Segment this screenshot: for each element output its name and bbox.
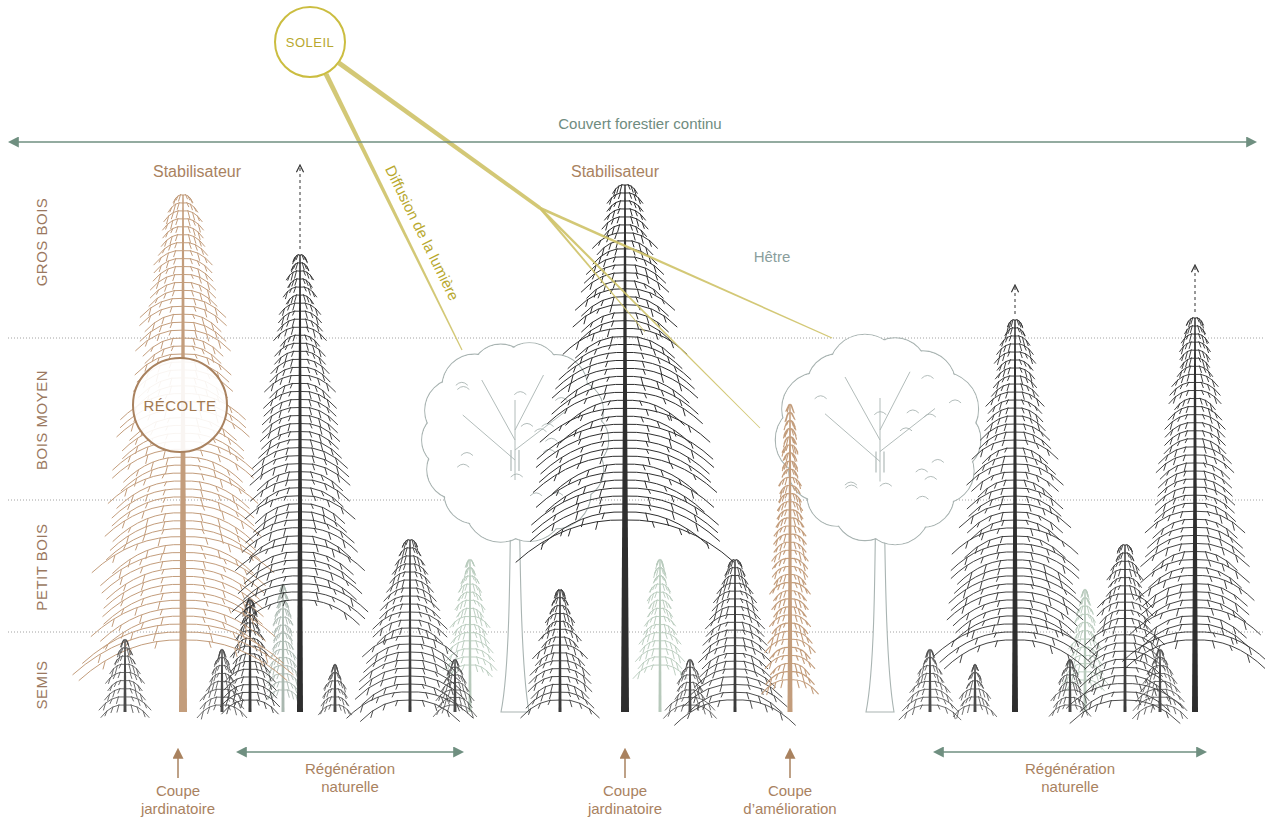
tree-branches (347, 539, 473, 721)
conifer-tree (433, 659, 476, 717)
conifer-tree (516, 185, 734, 712)
cut-label: Coupe jardinatoire (128, 782, 228, 818)
tree-branches (1123, 317, 1265, 668)
tree-trunk (179, 195, 187, 712)
conifer-tree (1133, 649, 1188, 719)
sun-circle: SOLEIL (274, 6, 346, 78)
tree-branches (521, 589, 599, 717)
harvest-circle: RÉCOLTE (132, 357, 228, 453)
beech-crown-fill (422, 343, 608, 541)
beech-trunk-top (511, 450, 519, 471)
layer-label: PETIT BOIS (33, 523, 51, 610)
beech-crown-outline (775, 334, 981, 544)
tree-branches (516, 185, 734, 563)
regeneration-label: Régénération naturelle (295, 760, 405, 796)
crown-fill (905, 372, 978, 445)
light-ray (539, 207, 645, 332)
tree-trunk (1192, 318, 1198, 712)
cut-arrow (789, 750, 791, 778)
tree-branches (953, 664, 996, 718)
tree-branches (933, 319, 1097, 668)
conifer-tree (318, 664, 351, 714)
conifer-tree (521, 589, 599, 717)
tree-trunk (469, 560, 472, 712)
tree-branches (1133, 649, 1188, 719)
conifer-tree (1049, 659, 1091, 716)
conifer-tree (953, 664, 996, 718)
growth-arrow (1195, 265, 1196, 312)
conifer-tree (1123, 317, 1265, 712)
tree-trunk (409, 540, 412, 712)
conifer-tree (99, 639, 151, 717)
conifer-tree (762, 404, 819, 712)
cut-arrow (624, 750, 626, 778)
range-arrow (238, 751, 462, 753)
tree-branches (318, 664, 351, 714)
tree-branches (232, 254, 368, 624)
cut-label: Coupe jardinatoire (575, 782, 675, 818)
conifer-tree (73, 194, 293, 712)
tree-trunk (559, 590, 562, 712)
node-text: RÉCOLTE (143, 397, 216, 414)
node-text: SOLEIL (286, 35, 335, 50)
conifer-tree (232, 254, 368, 712)
tree-branches (633, 559, 687, 678)
beech-crown-fill (776, 335, 980, 544)
conifer-tree (347, 539, 473, 721)
tree-branches (73, 194, 293, 680)
role-label: Stabilisateur (571, 163, 659, 181)
layer-label: BOIS MOYEN (33, 370, 51, 470)
conifer-tree (899, 649, 961, 720)
span-label: Couvert forestier continu (558, 115, 721, 133)
tree-branches (762, 404, 819, 694)
tree-branches (99, 639, 151, 717)
role-label: Stabilisateur (153, 163, 241, 181)
tree-branches (443, 559, 496, 676)
layer-label: SEMIS (33, 660, 51, 709)
layer-divider (8, 500, 1265, 501)
conifer-tree (266, 584, 300, 712)
range-arrow (935, 751, 1205, 753)
conifer-tree (633, 559, 687, 712)
conifer-tree (664, 659, 717, 718)
light-ray (338, 61, 541, 209)
tree-trunk (297, 255, 303, 712)
growth-arrow (300, 165, 301, 249)
species-label: Hêtre (754, 248, 791, 266)
tree-trunk (1124, 545, 1127, 712)
growth-arrow (1015, 285, 1016, 314)
beech-trunk-top (876, 452, 884, 473)
light-ray (539, 207, 832, 339)
tree-branches (1049, 659, 1091, 716)
light-ray (324, 73, 463, 350)
regeneration-label: Régénération naturelle (1015, 760, 1125, 796)
tree-branches (664, 659, 717, 718)
span-arrow (10, 141, 1255, 143)
light-ray (539, 207, 760, 428)
tree-trunk (124, 640, 127, 712)
tree-trunk (1012, 320, 1018, 712)
ray-label: Diffusion de la lumière (381, 163, 463, 304)
cut-arrow (177, 750, 179, 778)
beech-branches (815, 372, 961, 500)
tree-trunk (659, 560, 662, 712)
layer-label: GROS BOIS (33, 198, 51, 287)
beech-branches (456, 375, 567, 496)
beech-crown-outline (422, 343, 609, 542)
tree-branches (197, 649, 247, 719)
beech-tree (422, 343, 609, 712)
conifer-tree (197, 649, 247, 719)
conifer-tree (933, 319, 1097, 712)
cut-label: Coupe d’amélioration (734, 782, 846, 818)
tree-branches (433, 659, 476, 717)
tree-branches (899, 649, 961, 720)
